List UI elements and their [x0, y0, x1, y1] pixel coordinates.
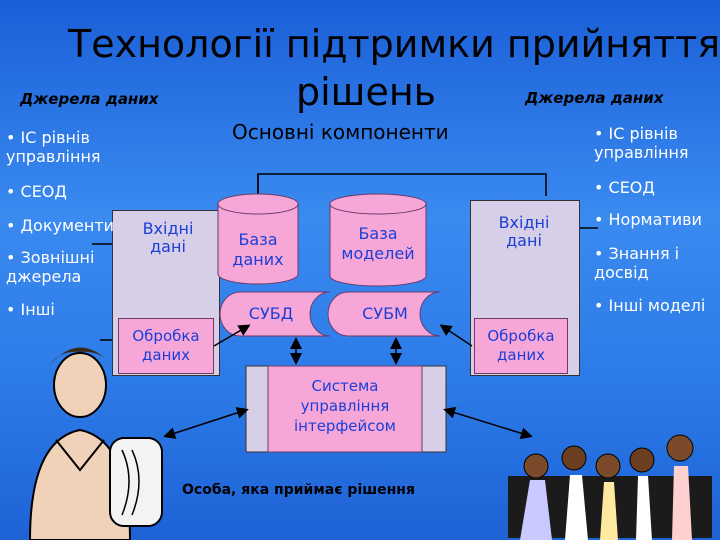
- top-bracket-line: [257, 173, 547, 196]
- left-item-1: • ІС рівнів управління: [6, 128, 101, 166]
- group-illustration: [508, 434, 712, 540]
- model-base-cylinder: [329, 193, 427, 287]
- mbms-label: СУБМ: [362, 304, 408, 323]
- left-sources-label: Джерела даних: [20, 90, 159, 108]
- right-item-5: • Інші моделі: [594, 296, 706, 315]
- right-input-label: Вхідні дані: [498, 213, 550, 250]
- right-item-3: • Нормативи: [594, 210, 702, 229]
- arrow-processing-dbms: [213, 324, 251, 347]
- right-item-1: • ІС рівнів управління: [594, 124, 689, 162]
- left-item-2: • СЕОД: [6, 182, 67, 201]
- arrow-interface-user: [163, 407, 249, 439]
- right-item-2: • СЕОД: [594, 178, 655, 197]
- right-sources-label: Джерела даних: [525, 89, 664, 107]
- page-title-line2: рішень: [296, 70, 437, 114]
- user-illustration: [28, 347, 163, 540]
- interface-box: [267, 365, 423, 453]
- page-title-line1: Технології підтримки прийняття: [68, 22, 720, 66]
- dbms-label: СУБД: [248, 304, 294, 323]
- model-base-label: База моделей: [341, 224, 415, 263]
- decision-maker-label: Особа, яка приймає рішення: [182, 482, 415, 498]
- subtitle: Основні компоненти: [232, 120, 449, 144]
- left-input-label: Вхідні дані: [142, 219, 194, 256]
- left-processing-box: Обробка даних: [118, 318, 214, 374]
- left-item-4: • Зовнішні джерела: [6, 248, 95, 286]
- left-item-5: • Інші: [6, 300, 55, 319]
- left-item-3: • Документи: [6, 216, 115, 235]
- database-label: База даних: [232, 230, 284, 269]
- database-cylinder: [217, 193, 299, 285]
- arrow-processing-mbms: [439, 324, 473, 347]
- arrow-interface-group: [443, 406, 533, 440]
- right-processing-box: Обробка даних: [474, 318, 568, 374]
- interface-label: Система управління інтерфейсом: [293, 377, 396, 435]
- mbms-shape: [327, 291, 441, 337]
- right-item-4: • Знання і досвід: [594, 244, 680, 282]
